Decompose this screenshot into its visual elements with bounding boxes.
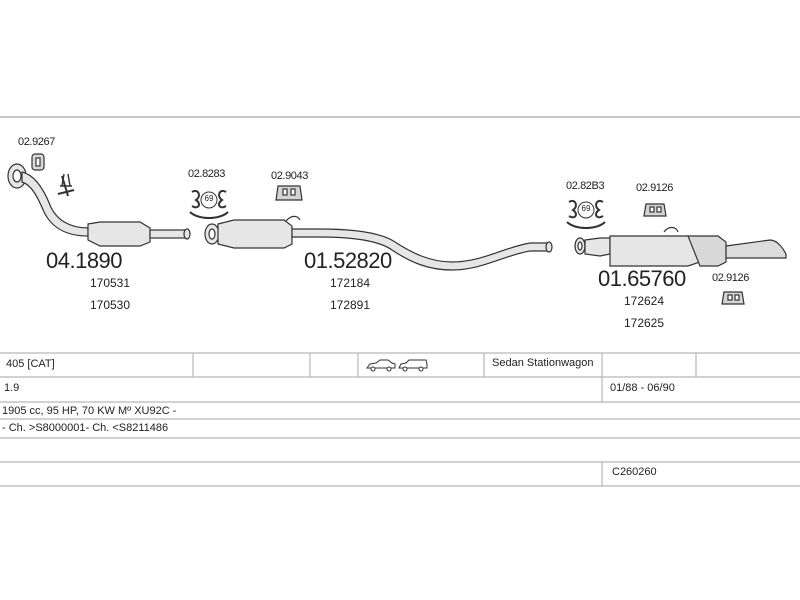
part-number-rear-silencer[interactable]: 01.65760 (598, 266, 686, 291)
vehicle-model: 405 [CAT] (6, 358, 55, 370)
rubber-ring-fitting-02.9267 (31, 153, 45, 171)
part-number-catalytic[interactable]: 04.1890 (46, 248, 123, 273)
fitting-label-02-8283[interactable]: 02.8283 (188, 168, 225, 180)
rear-silencer-part (574, 226, 787, 267)
part-number-middle-silencer[interactable]: 01.52820 (304, 248, 392, 273)
system-code: C260260 (612, 466, 657, 478)
clamp-badge-1-circle (200, 191, 218, 209)
clamp-fitting-02.8283 (189, 190, 229, 219)
tailpipe (725, 239, 787, 259)
rear-silencer-body (609, 235, 701, 267)
part-ref-rear-2: 172625 (623, 316, 665, 330)
part-ref-catalytic-1: 170531 (89, 276, 131, 290)
stationwagon-icon (398, 359, 428, 372)
catalytic-converter-part (7, 163, 191, 247)
middle-silencer-part (204, 215, 553, 271)
vehicle-spec: 1905 cc, 95 HP, 70 KW Mº XU92C - (2, 405, 177, 417)
vehicle-engine: 1.9 (4, 382, 20, 394)
hanger-fitting-02.9126-top (643, 203, 667, 217)
long-pipe (291, 228, 549, 271)
vehicle-body-types: Sedan Stationwagon (492, 357, 594, 369)
middle-silencer-body (217, 219, 293, 249)
part-ref-middle-2: 172891 (329, 298, 371, 312)
part-ref-middle-1: 172184 (329, 276, 371, 290)
lambda-clip-fitting (60, 173, 72, 187)
clamp-badge-2: 69 (581, 204, 591, 213)
fitting-label-02-9126-bottom[interactable]: 02.9126 (712, 272, 749, 284)
clamp-fitting-02.82B3 (566, 200, 606, 229)
hanger-fitting-02.9043 (275, 185, 303, 201)
info-table-grid (0, 352, 800, 487)
part-ref-rear-1: 172624 (623, 294, 665, 308)
fitting-label-02-9043[interactable]: 02.9043 (271, 170, 308, 182)
hanger-fitting-02.9126-bottom (721, 291, 745, 305)
clamp-badge-2-circle (577, 201, 595, 219)
fitting-label-02-82b3[interactable]: 02.82B3 (566, 180, 605, 192)
clamp-badge-1: 69 (204, 194, 214, 203)
fitting-label-02-9267[interactable]: 02.9267 (18, 136, 55, 148)
sedan-icon (366, 359, 396, 372)
body-type-icons (366, 359, 428, 372)
part-ref-catalytic-2: 170530 (89, 298, 131, 312)
vehicle-chassis-range: - Ch. >S8000001- Ch. <S8211486 (2, 422, 169, 434)
fitting-label-02-9126-top[interactable]: 02.9126 (636, 182, 673, 194)
vehicle-period: 01/88 - 06/90 (610, 382, 675, 394)
